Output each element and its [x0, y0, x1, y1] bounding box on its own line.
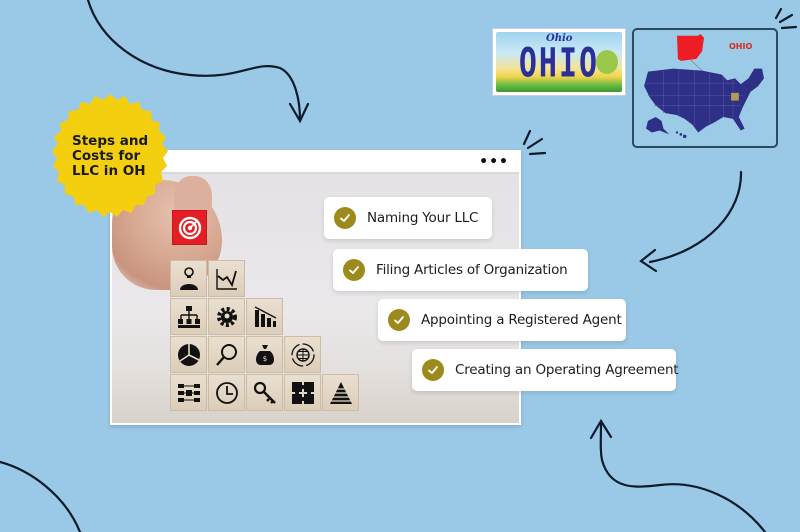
- clock-icon: [208, 374, 245, 411]
- window-titlebar: •••: [112, 152, 519, 174]
- checklist-item-registered-agent: Appointing a Registered Agent: [378, 299, 626, 341]
- bar-chart-decline-icon: [246, 298, 283, 335]
- svg-text:$: $: [262, 355, 266, 363]
- plate-script-text: Ohio: [546, 33, 573, 44]
- checklist-label: Creating an Operating Agreement: [455, 362, 679, 378]
- checklist-label: Appointing a Registered Agent: [421, 312, 622, 328]
- map-ohio-label: OHIO: [729, 42, 753, 51]
- title-badge: Steps and Costs for LLC in OH: [46, 92, 174, 220]
- ohio-license-plate: Ohio OHIO: [492, 28, 626, 96]
- flowchart-icon: [170, 374, 207, 411]
- checklist-item-operating-agreement: Creating an Operating Agreement: [412, 349, 679, 391]
- check-circle-icon: [334, 207, 356, 229]
- more-options-icon[interactable]: •••: [479, 154, 509, 170]
- checklist-label: Naming Your LLC: [367, 210, 479, 226]
- badge-title: Steps and Costs for LLC in OH: [72, 132, 149, 179]
- checklist-label: Filing Articles of Organization: [376, 262, 568, 278]
- gear-bulb-icon: [208, 298, 245, 335]
- check-circle-icon: [422, 359, 444, 381]
- puzzle-icon: [284, 374, 321, 411]
- check-circle-icon: [343, 259, 365, 281]
- pyramid-icon: [322, 374, 359, 411]
- target-icon: [172, 210, 207, 245]
- us-map-graphic: [644, 33, 764, 139]
- idea-person-icon: [170, 260, 207, 297]
- plate-state-text: OHIO: [518, 39, 600, 88]
- trend-chart-icon: [208, 260, 245, 297]
- globe-refresh-icon: [284, 336, 321, 373]
- starburst-shape: [52, 94, 168, 217]
- checklist-item-naming: Naming Your LLC: [324, 197, 492, 239]
- tree-graphic: [596, 50, 618, 74]
- check-circle-icon: [388, 309, 410, 331]
- org-chart-icon: [170, 298, 207, 335]
- key-icon: [246, 374, 283, 411]
- magnifier-icon: [208, 336, 245, 373]
- checklist-item-filing: Filing Articles of Organization: [333, 249, 588, 291]
- pie-chart-icon: [170, 336, 207, 373]
- money-bag-icon: $: [246, 336, 283, 373]
- us-map-card: OHIO: [632, 28, 778, 148]
